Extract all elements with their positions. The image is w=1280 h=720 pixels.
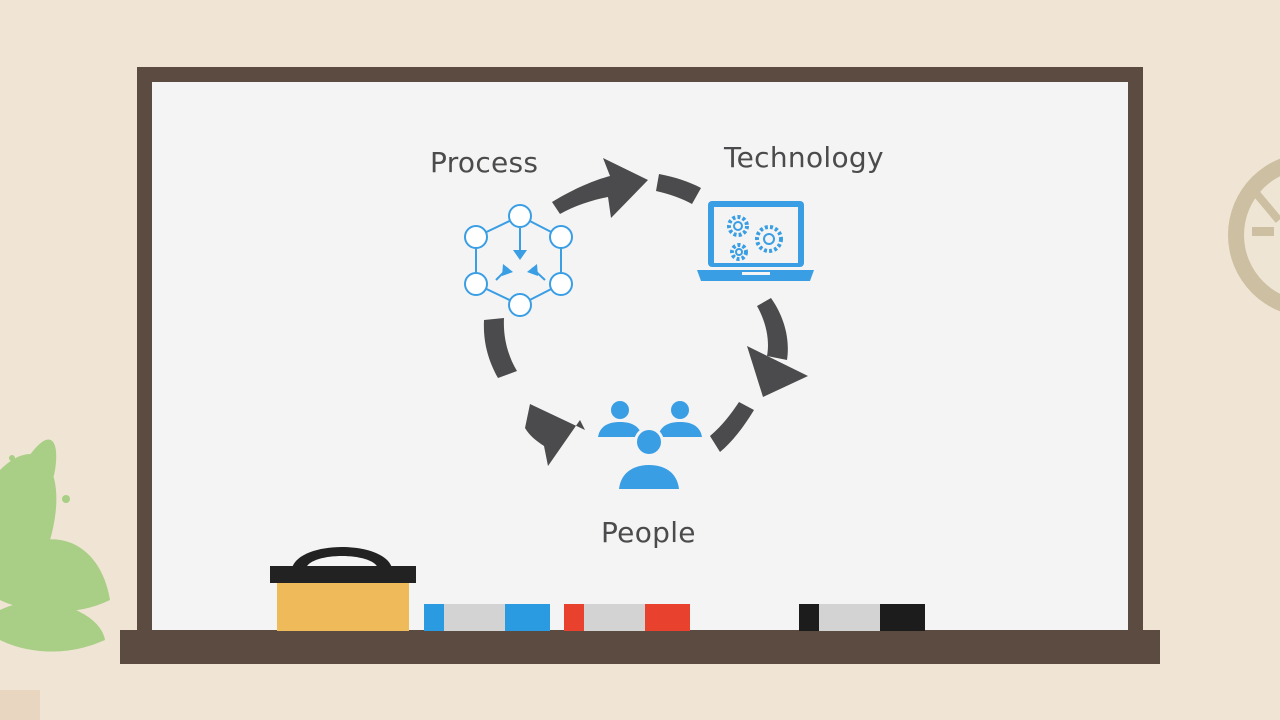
process-label: Process (430, 146, 539, 179)
whiteboard-tray (120, 630, 1160, 664)
red-marker (564, 604, 690, 631)
technology-label: Technology (724, 141, 884, 174)
arrow-process-to-technology (552, 158, 648, 218)
arc-segment-left (483, 318, 517, 378)
arrow-people-to-process (525, 404, 585, 466)
whiteboard-surface (152, 82, 1128, 634)
black-marker (799, 604, 925, 631)
arrow-technology-to-people (747, 346, 808, 397)
people-label: People (601, 516, 696, 549)
arc-segment-right (757, 298, 788, 360)
arc-segment-top (656, 174, 701, 204)
blue-marker (424, 604, 550, 631)
arc-segment-lower-right (710, 402, 754, 452)
